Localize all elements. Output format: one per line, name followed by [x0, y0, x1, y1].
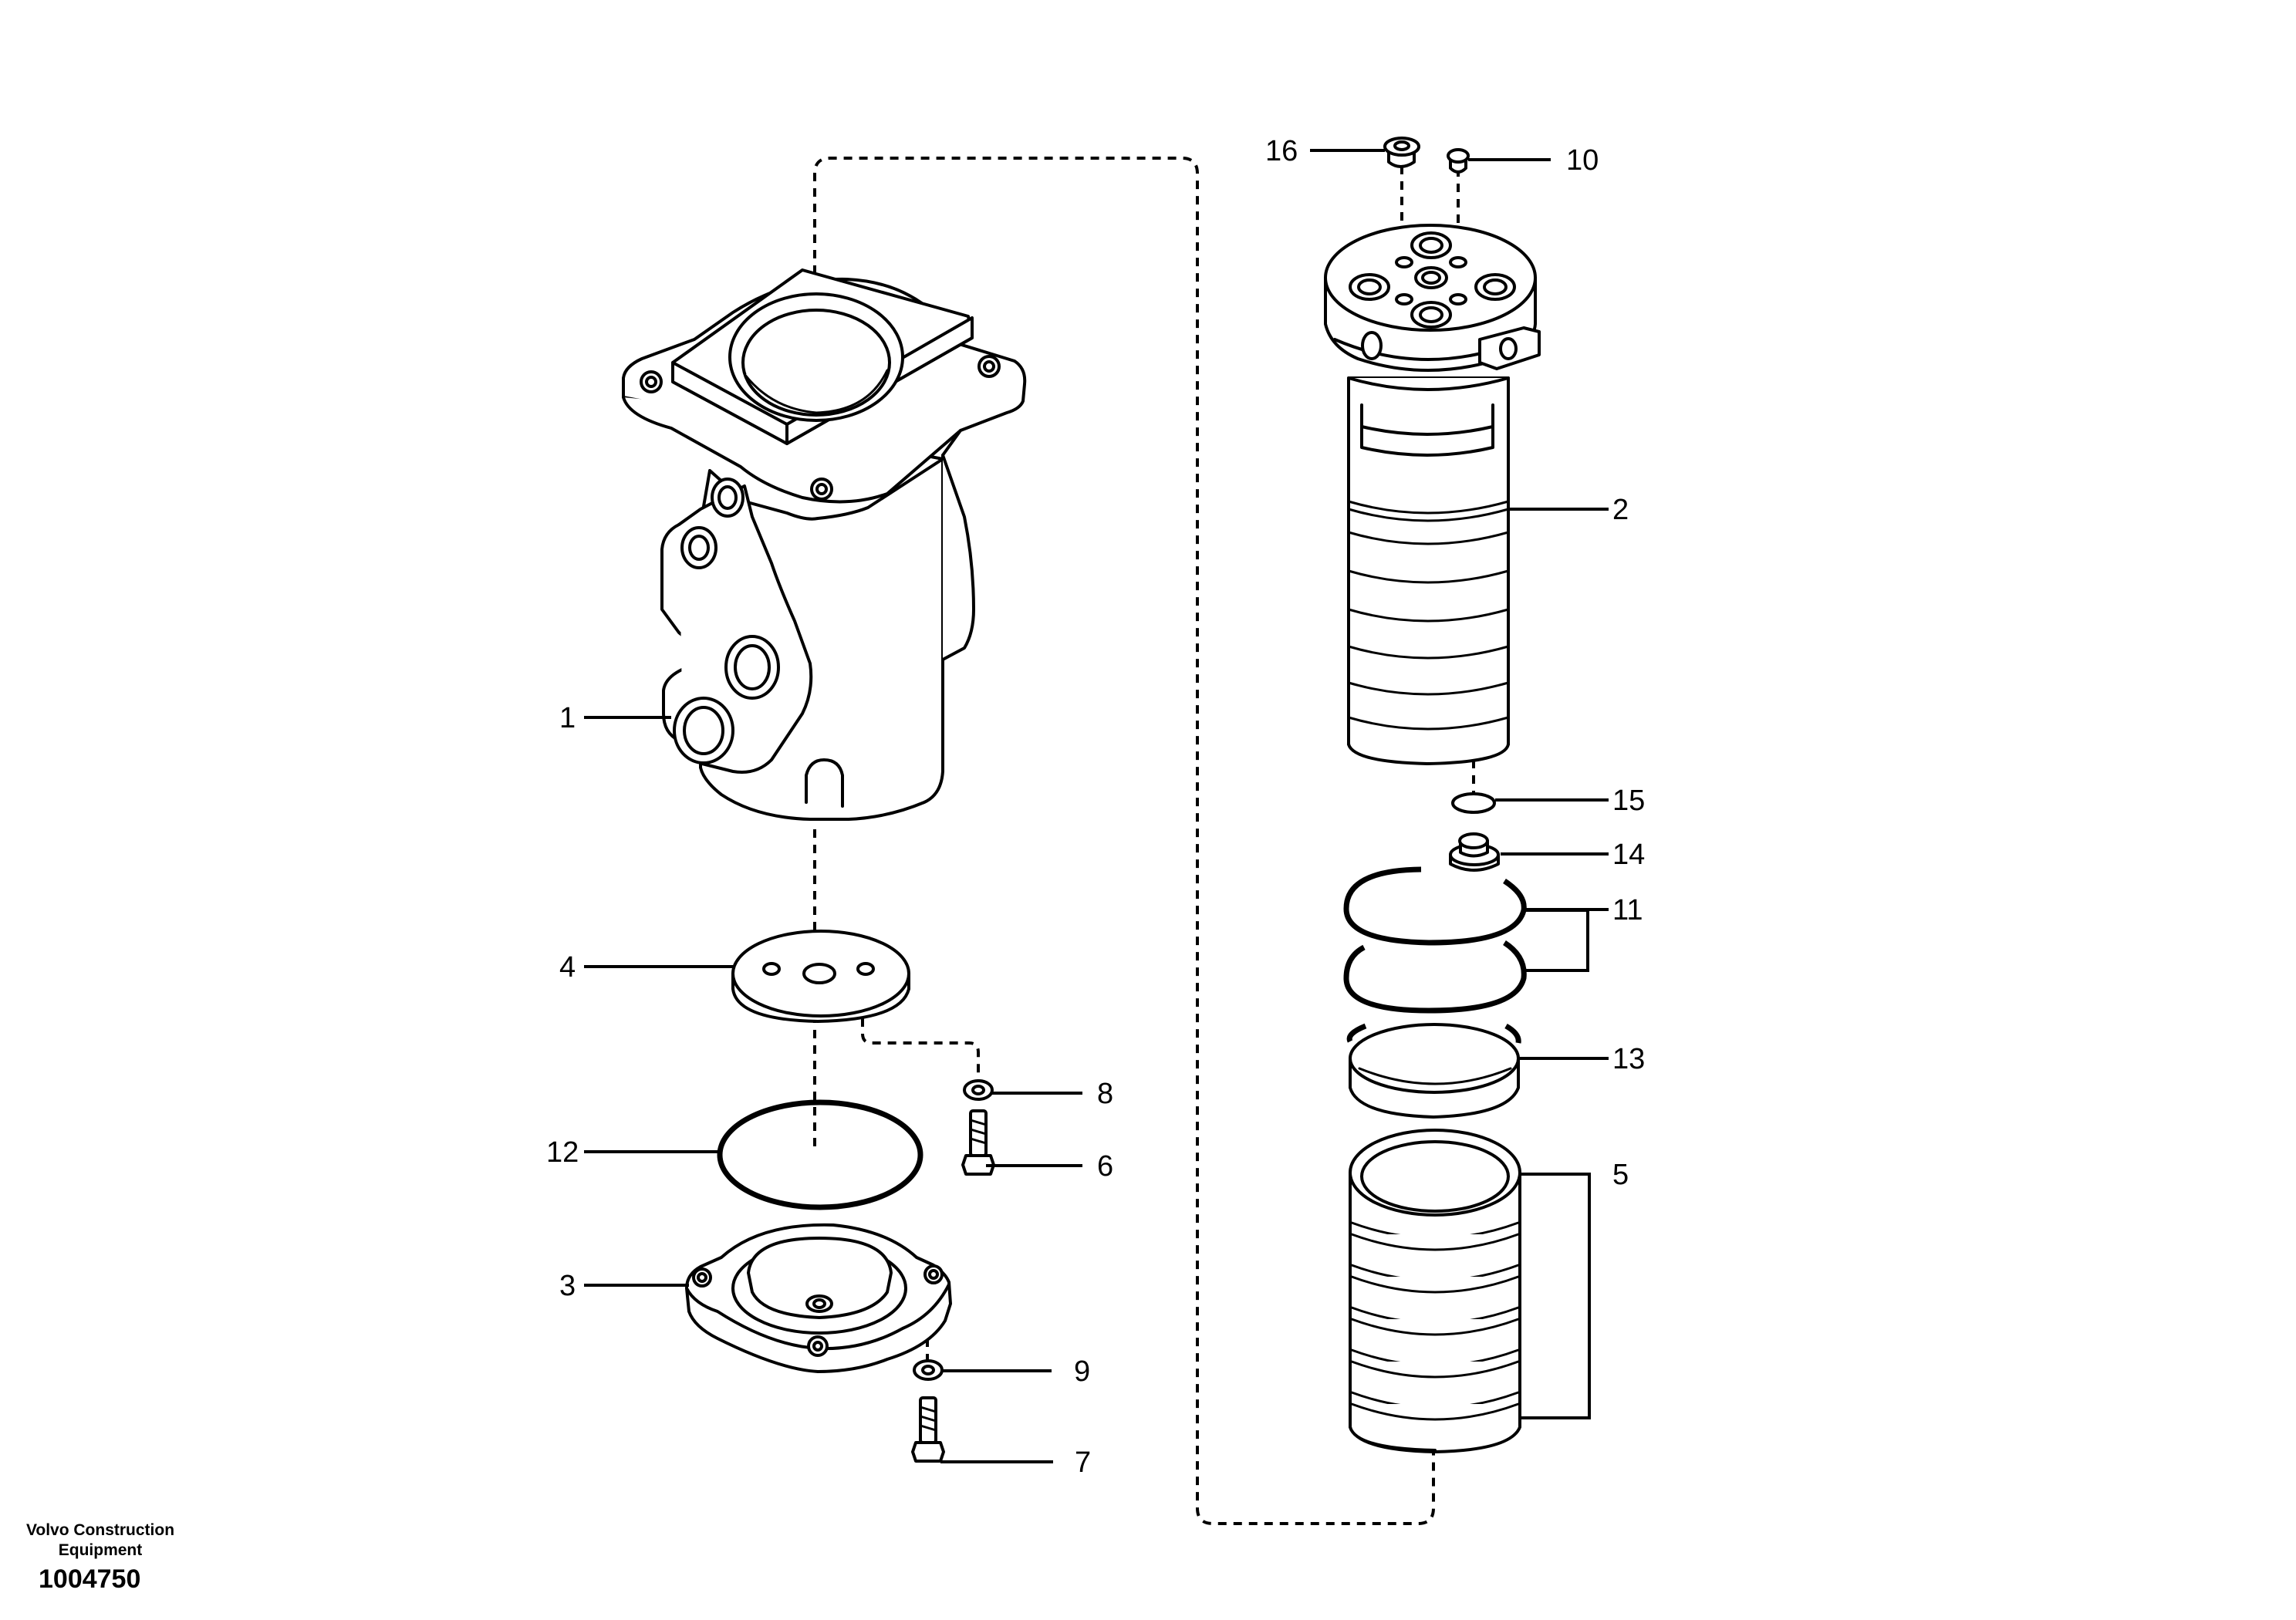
callout-15: 15 — [1612, 785, 1645, 817]
part-8-washer — [963, 1079, 994, 1101]
callout-11: 11 — [1612, 894, 1643, 926]
part-10-plug — [1447, 148, 1470, 174]
callout-5: 5 — [1612, 1159, 1629, 1191]
part-14-plug — [1449, 832, 1500, 872]
part-13-band — [1346, 1023, 1521, 1119]
callout-8: 8 — [1097, 1078, 1113, 1110]
brand-name-line-2: Equipment — [58, 1541, 143, 1559]
part-9-washer — [913, 1359, 944, 1381]
callout-16: 16 — [1265, 135, 1298, 167]
callout-13: 13 — [1612, 1043, 1645, 1075]
part-1-swivel-housing — [622, 268, 1027, 821]
callout-7: 7 — [1075, 1446, 1091, 1479]
part-3-bottom-cover — [685, 1223, 952, 1373]
callout-9: 9 — [1074, 1355, 1090, 1388]
part-2-center-joint — [1324, 224, 1541, 765]
callout-6: 6 — [1097, 1150, 1113, 1183]
callout-leader-lines — [584, 149, 1609, 1463]
callout-4: 4 — [559, 951, 576, 984]
callout-12: 12 — [546, 1136, 579, 1169]
part-4-cover-plate — [731, 930, 910, 1023]
document-number: 1004750 — [39, 1564, 141, 1594]
callout-10: 10 — [1566, 144, 1599, 177]
part-11-seal-rings — [1343, 866, 1527, 1014]
part-6-bolt — [961, 1109, 995, 1176]
callout-3: 3 — [559, 1270, 576, 1302]
callout-2: 2 — [1612, 494, 1629, 526]
part-15-small-o-ring — [1451, 792, 1496, 814]
part-16-plug — [1383, 137, 1420, 168]
callout-1: 1 — [559, 702, 576, 734]
callout-14: 14 — [1612, 839, 1645, 871]
part-7-bolt — [911, 1396, 945, 1463]
part-12-o-ring — [717, 1099, 923, 1210]
brand-name-line-1: Volvo Construction — [25, 1521, 175, 1539]
part-5-seal-stack — [1349, 1129, 1521, 1453]
